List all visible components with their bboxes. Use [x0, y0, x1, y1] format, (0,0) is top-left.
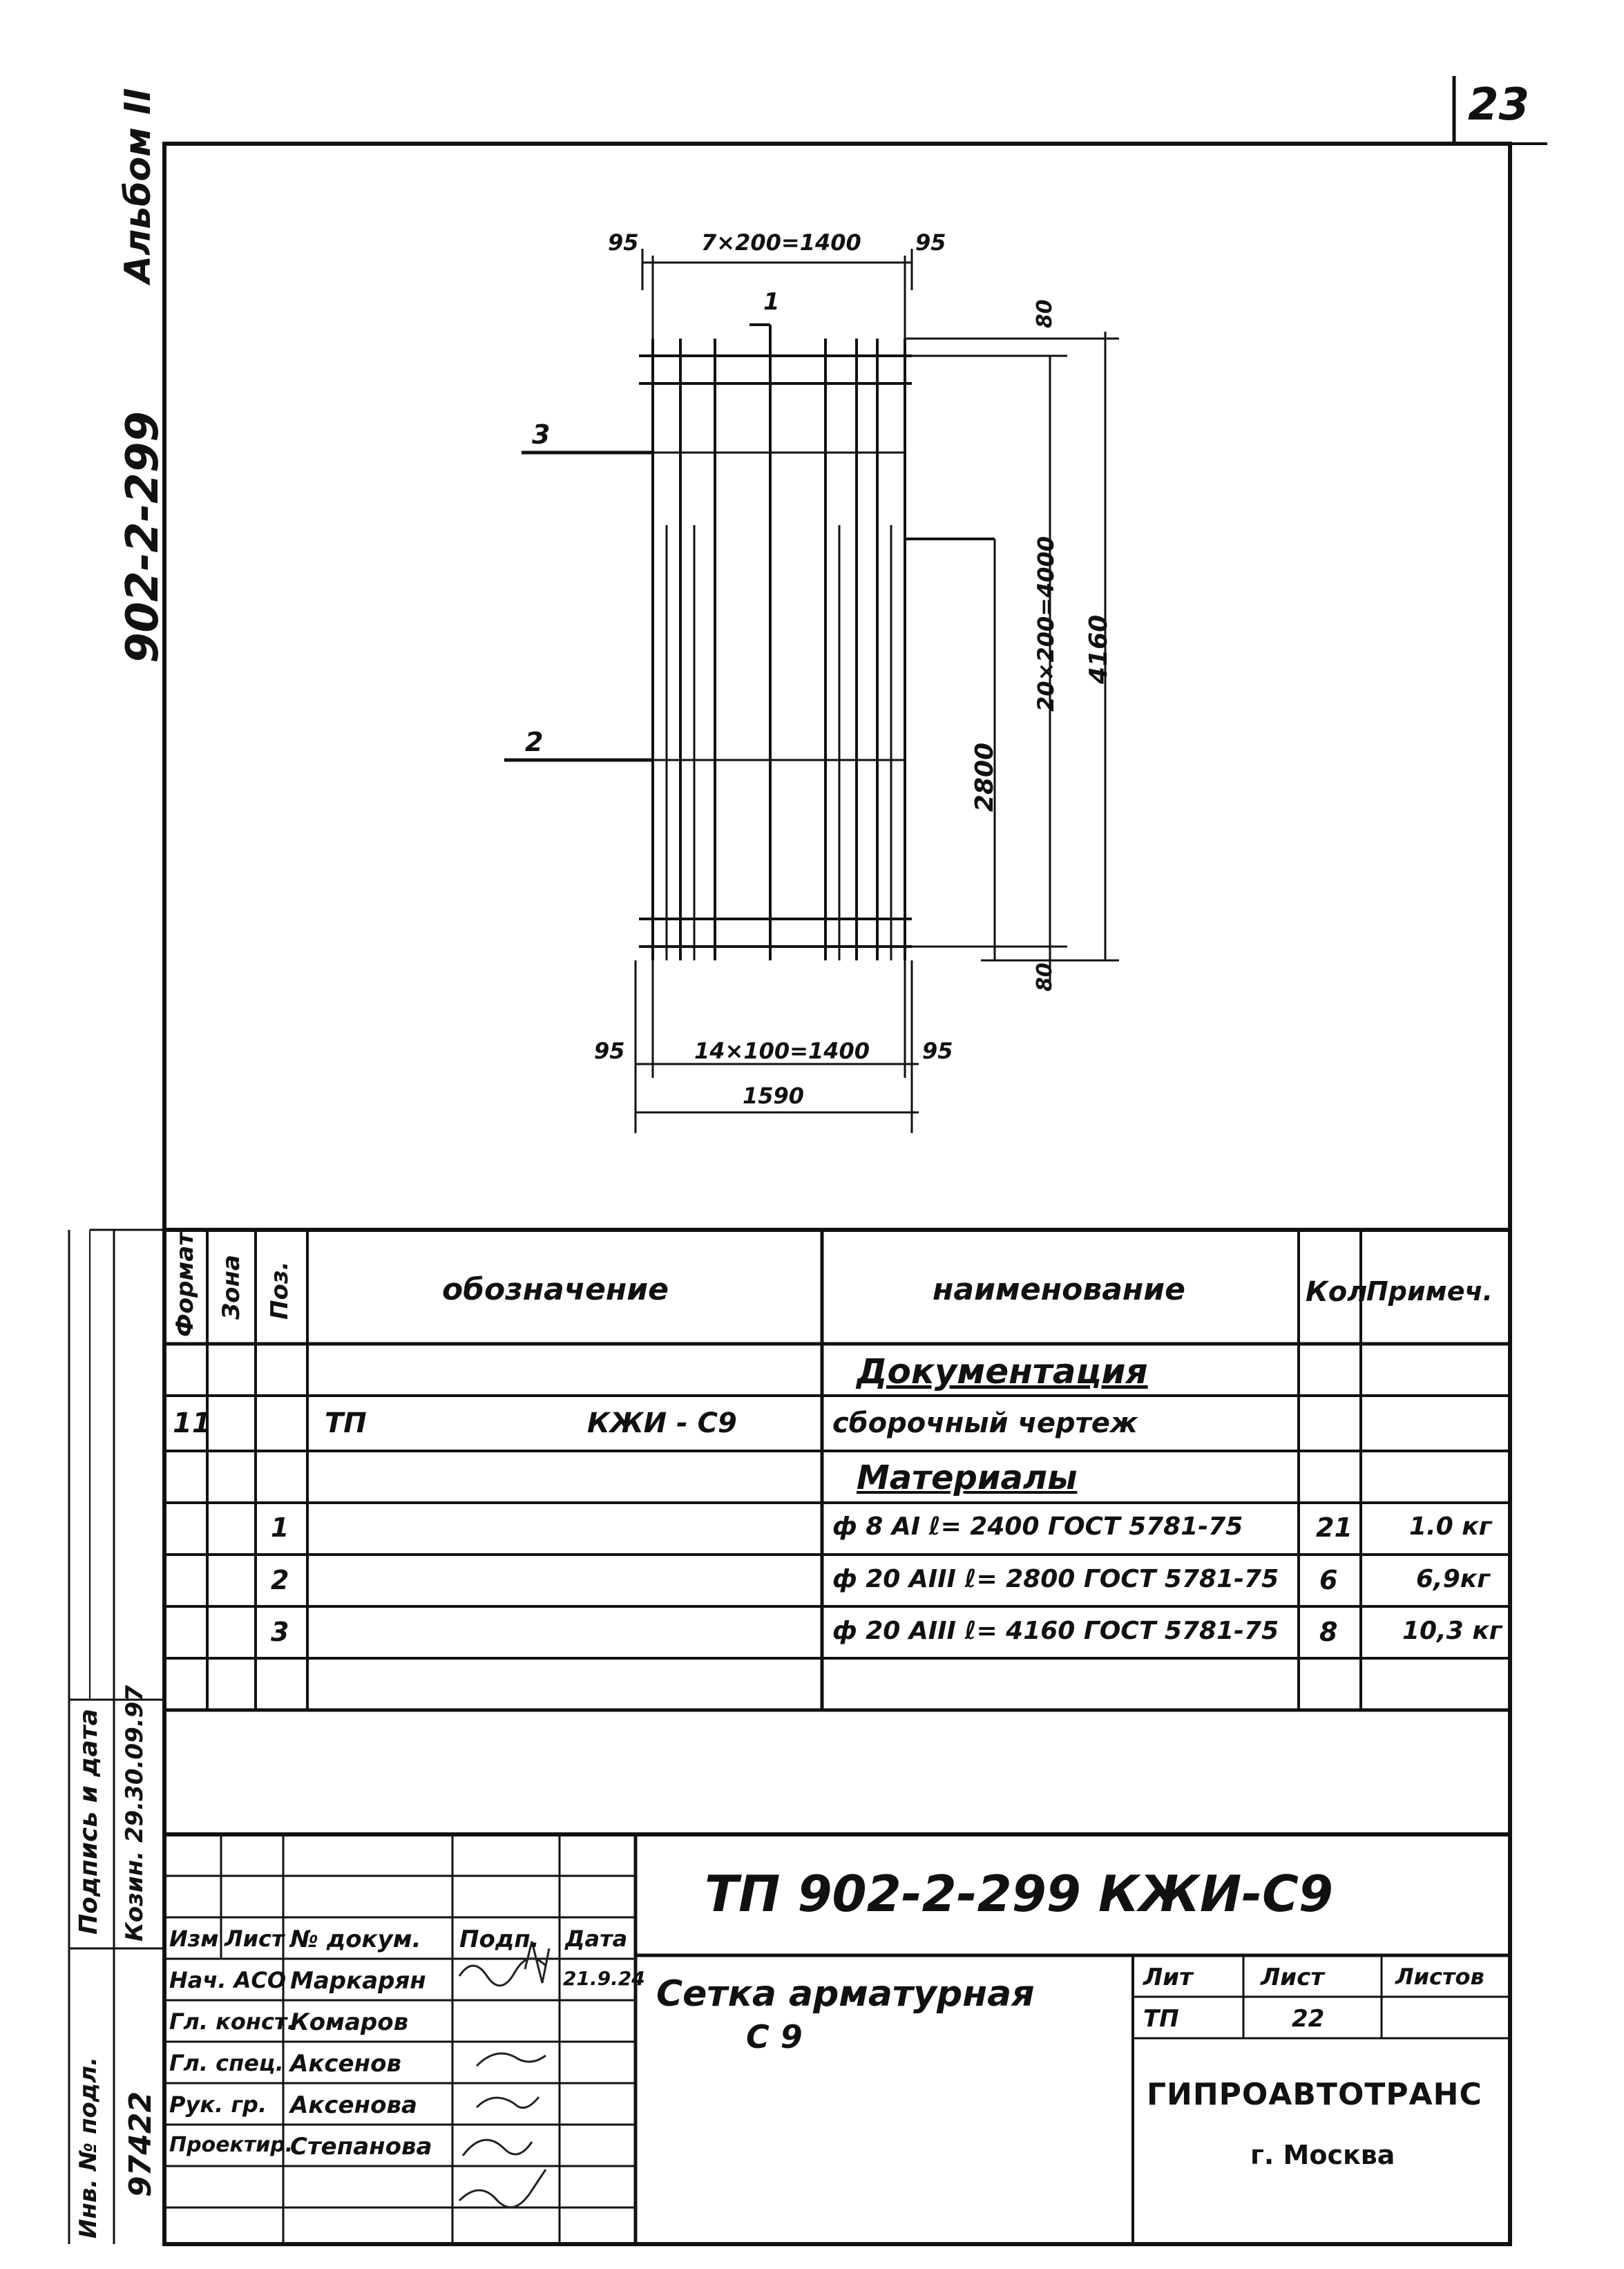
pos-left-upper: 3 — [532, 419, 551, 450]
dim-bottom-mid: 14×100=1400 — [694, 1038, 870, 1064]
row-3-qty: 8 — [1319, 1617, 1338, 1647]
tb-col-date: Дата — [565, 1926, 628, 1952]
doc-number: ТП 902-2-299 КЖИ-С9 — [705, 1865, 1334, 1923]
dim-bottom-right: 95 — [922, 1038, 953, 1064]
dim-top-left: 95 — [608, 229, 639, 256]
pos-left-lower: 2 — [525, 727, 544, 757]
row-3-note: 10,3 кг — [1402, 1617, 1502, 1645]
signatures — [458, 1941, 551, 2208]
dim-right-small-bottom: 80 — [1033, 962, 1057, 991]
org-name: ГИПРОАВТОТРАНС — [1147, 2077, 1482, 2112]
row-1-qty: 21 — [1316, 1512, 1353, 1543]
row-2-pos: 2 — [271, 1565, 289, 1595]
dim-right-spacing: 20×200=4000 — [1033, 535, 1059, 712]
org-city: г. Москва — [1250, 2140, 1395, 2170]
title-line1: Сетка арматурная — [656, 1973, 1035, 2015]
inv-label: Инв. № подл. — [75, 2056, 102, 2239]
tb-col-list: Лист — [225, 1926, 285, 1952]
sheets-label: Листов — [1395, 1964, 1484, 1990]
inv-value: 97422 — [123, 2091, 158, 2197]
hdr-qty: Кол — [1306, 1276, 1368, 1308]
tb-role-2: Гл. конст. — [169, 2009, 296, 2035]
project-code-margin: 902-2-299 — [117, 411, 169, 663]
sign-value: Козин. 29.30.09.97 — [121, 1685, 149, 1942]
row-2-qty: 6 — [1319, 1565, 1338, 1595]
dim-top-right: 95 — [915, 229, 946, 256]
dim-right-partial: 2800 — [971, 742, 999, 812]
row-1-name: ф 8 AI ℓ= 2400 ГОСТ 5781-75 — [832, 1512, 1243, 1541]
tb-col-doc: № докум. — [290, 1926, 421, 1953]
hdr-designation: обозначение — [442, 1272, 669, 1307]
sheet-value: 22 — [1292, 2005, 1325, 2033]
sign-label: Подпись и дата — [75, 1709, 103, 1935]
row-doc-designation-b: КЖИ - С9 — [587, 1407, 737, 1439]
row-1-pos: 1 — [271, 1512, 289, 1543]
tb-name-1: Маркарян — [290, 1967, 426, 1995]
tb-name-2: Комаров — [290, 2009, 409, 2036]
tb-role-1: Нач. АСО — [169, 1967, 287, 1993]
tb-name-5: Степанова — [290, 2133, 432, 2161]
row-3-name: ф 20 AIII ℓ= 4160 ГОСТ 5781-75 — [832, 1617, 1279, 1645]
dim-right-small-top: 80 — [1033, 299, 1057, 328]
lit-value: ТП — [1143, 2005, 1179, 2033]
tb-date-1: 21.9.24 — [563, 1967, 645, 1990]
tb-col-sign: Подп. — [459, 1926, 539, 1953]
tb-name-3: Аксенов — [290, 2050, 401, 2078]
dim-right-total: 4160 — [1085, 614, 1113, 684]
hdr-pos: Поз. — [266, 1261, 294, 1320]
lit-label: Лит — [1143, 1964, 1193, 1991]
row-doc-name: сборочный чертеж — [832, 1407, 1138, 1439]
row-doc-format: 11 — [173, 1407, 211, 1439]
row-2-note: 6,9кг — [1416, 1565, 1491, 1593]
page-number: 23 — [1468, 79, 1530, 131]
album-label: Альбом II — [117, 88, 159, 283]
hdr-note: Примеч. — [1366, 1276, 1493, 1307]
pos-top: 1 — [763, 288, 780, 316]
dim-bottom-left: 95 — [594, 1038, 625, 1064]
sheet-label: Лист — [1261, 1964, 1324, 1991]
tb-role-3: Гл. спец. — [169, 2050, 284, 2076]
hdr-format: Формат — [171, 1232, 199, 1337]
tb-role-5: Проектир. — [169, 2133, 294, 2157]
tb-name-4: Аксенова — [290, 2091, 417, 2119]
row-2-name: ф 20 AIII ℓ= 2800 ГОСТ 5781-75 — [832, 1565, 1279, 1593]
dim-bottom-total: 1590 — [743, 1083, 805, 1109]
title-line2: С 9 — [746, 2018, 803, 2056]
tb-col-izm: Изм — [169, 1926, 219, 1952]
hdr-zone: Зона — [218, 1255, 245, 1320]
section-docs: Документация — [857, 1351, 1148, 1392]
tb-role-4: Рук. гр. — [169, 2091, 267, 2118]
row-doc-designation-a: ТП — [325, 1407, 367, 1439]
section-materials: Материалы — [857, 1459, 1078, 1497]
row-1-note: 1.0 кг — [1409, 1512, 1492, 1541]
row-3-pos: 3 — [271, 1617, 289, 1647]
hdr-name: наименование — [933, 1272, 1185, 1307]
dim-top-mid: 7×200=1400 — [701, 229, 861, 256]
